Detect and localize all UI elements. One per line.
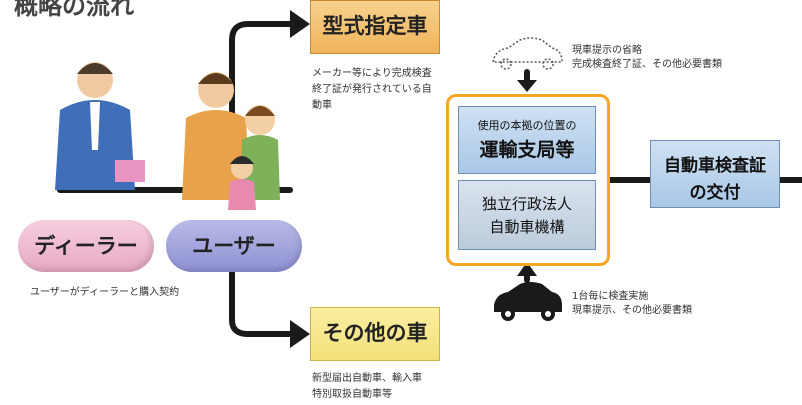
purchase-note: ユーザーがディーラーと購入契約 <box>30 287 180 298</box>
dealer-node: ディーラー <box>18 220 154 272</box>
inspection-agency-box: 独立行政法人 自動車機構 <box>458 180 596 250</box>
transport-office-line2: 運輸支局等 <box>479 139 575 161</box>
type-designated-car-box: 型式指定車 <box>310 0 440 54</box>
other-car-box: その他の車 <box>310 307 440 361</box>
certificate-box: 自動車検査証 の交付 <box>650 140 780 208</box>
car-icon <box>494 282 562 321</box>
dotted-car-icon <box>492 37 563 70</box>
other-car-description-line2: 特別取扱自動車等 <box>312 389 392 400</box>
inspection-agency-line1: 独立行政法人 <box>481 195 572 213</box>
type-designated-car-description: メーカー等により完成検査終了証が発行されている自動車 <box>312 68 432 111</box>
bottom-note-line1: 1台毎に検査実施 <box>572 291 649 302</box>
user-label: ユーザー <box>192 234 276 258</box>
bottom-note: 1台毎に検査実施 現車提示、その他必要書類 <box>572 290 692 318</box>
other-car-label: その他の車 <box>322 321 428 345</box>
other-car-description-line1: 新型届出自動車、輸入車 <box>312 373 422 384</box>
people-illustration <box>55 62 280 210</box>
inspection-agency-line2: 自動車機構 <box>489 218 565 236</box>
dealer-label: ディーラー <box>34 234 138 258</box>
bottom-note-line2: 現車提示、その他必要書類 <box>572 305 692 316</box>
top-note-line1: 現車提示の省略 <box>572 45 642 56</box>
page-title: 概略の流れ <box>14 0 134 20</box>
certificate-line1: 自動車検査証 <box>664 156 766 176</box>
user-node: ユーザー <box>166 220 302 272</box>
transport-office-line1: 使用の本拠の位置の <box>477 119 577 132</box>
top-note: 現車提示の省略 完成検査終了証、その他必要書類 <box>572 44 722 72</box>
other-car-description: 新型届出自動車、輸入車 特別取扱自動車等 <box>312 371 452 403</box>
transport-office-box: 使用の本拠の位置の 運輸支局等 <box>458 106 596 174</box>
top-note-line2: 完成検査終了証、その他必要書類 <box>572 59 722 70</box>
type-designated-car-label: 型式指定車 <box>322 14 428 38</box>
certificate-line2: の交付 <box>689 183 741 203</box>
